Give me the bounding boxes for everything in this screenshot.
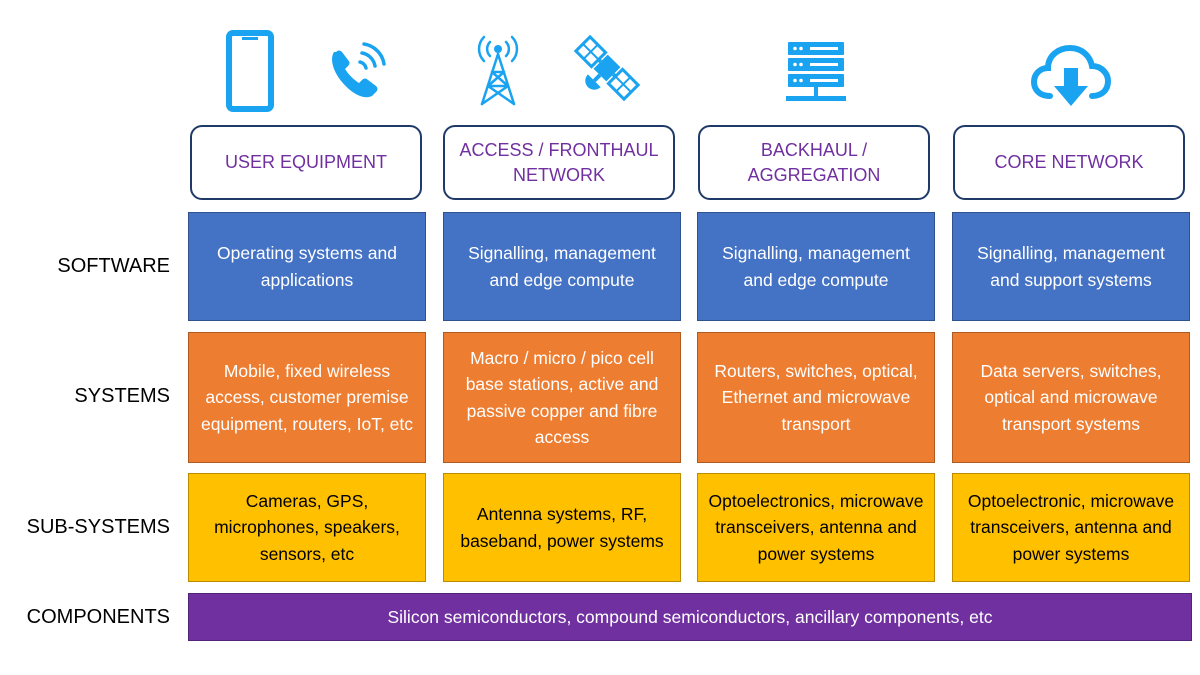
row-label-software: SOFTWARE bbox=[57, 255, 170, 277]
systems-cell-user-equipment: Mobile, fixed wireless access, customer … bbox=[188, 332, 426, 463]
radio-tower-icon bbox=[468, 34, 528, 106]
row-label-systems: SYSTEMS bbox=[74, 385, 170, 407]
header-user-equipment: USER EQUIPMENT bbox=[190, 125, 422, 200]
systems-cell-backhaul-aggregation: Routers, switches, optical, Ethernet and… bbox=[697, 332, 935, 463]
subsystems-cell-core-network: Optoelectronic, microwave transceivers, … bbox=[952, 473, 1190, 582]
header-access-fronthaul: ACCESS / FRONTHAUL NETWORK bbox=[443, 125, 675, 200]
subsystems-cell-user-equipment: Cameras, GPS, microphones, speakers, sen… bbox=[188, 473, 426, 582]
subsystems-cell-backhaul-aggregation: Optoelectronics, microwave transceivers,… bbox=[697, 473, 935, 582]
row-label-components: COMPONENTS bbox=[26, 606, 170, 628]
systems-cell-core-network: Data servers, switches, optical and micr… bbox=[952, 332, 1190, 463]
server-rack-icon bbox=[786, 40, 846, 106]
systems-cell-access-fronthaul: Macro / micro / pico cell base stations,… bbox=[443, 332, 681, 463]
satellite-icon bbox=[568, 30, 646, 106]
row-label-subsystems: SUB-SYSTEMS bbox=[26, 516, 170, 538]
header-core-network: CORE NETWORK bbox=[953, 125, 1185, 200]
software-cell-backhaul-aggregation: Signalling, management and edge compute bbox=[697, 212, 935, 321]
components-bar: Silicon semiconductors, compound semicon… bbox=[188, 593, 1192, 641]
phone-call-icon bbox=[326, 40, 388, 102]
header-backhaul-aggregation: BACKHAUL / AGGREGATION bbox=[698, 125, 930, 200]
cloud-download-icon bbox=[1030, 44, 1112, 110]
subsystems-cell-access-fronthaul: Antenna systems, RF, baseband, power sys… bbox=[443, 473, 681, 582]
software-cell-access-fronthaul: Signalling, management and edge compute bbox=[443, 212, 681, 321]
software-cell-core-network: Signalling, management and support syste… bbox=[952, 212, 1190, 321]
software-cell-user-equipment: Operating systems and applications bbox=[188, 212, 426, 321]
smartphone-icon bbox=[226, 30, 274, 112]
